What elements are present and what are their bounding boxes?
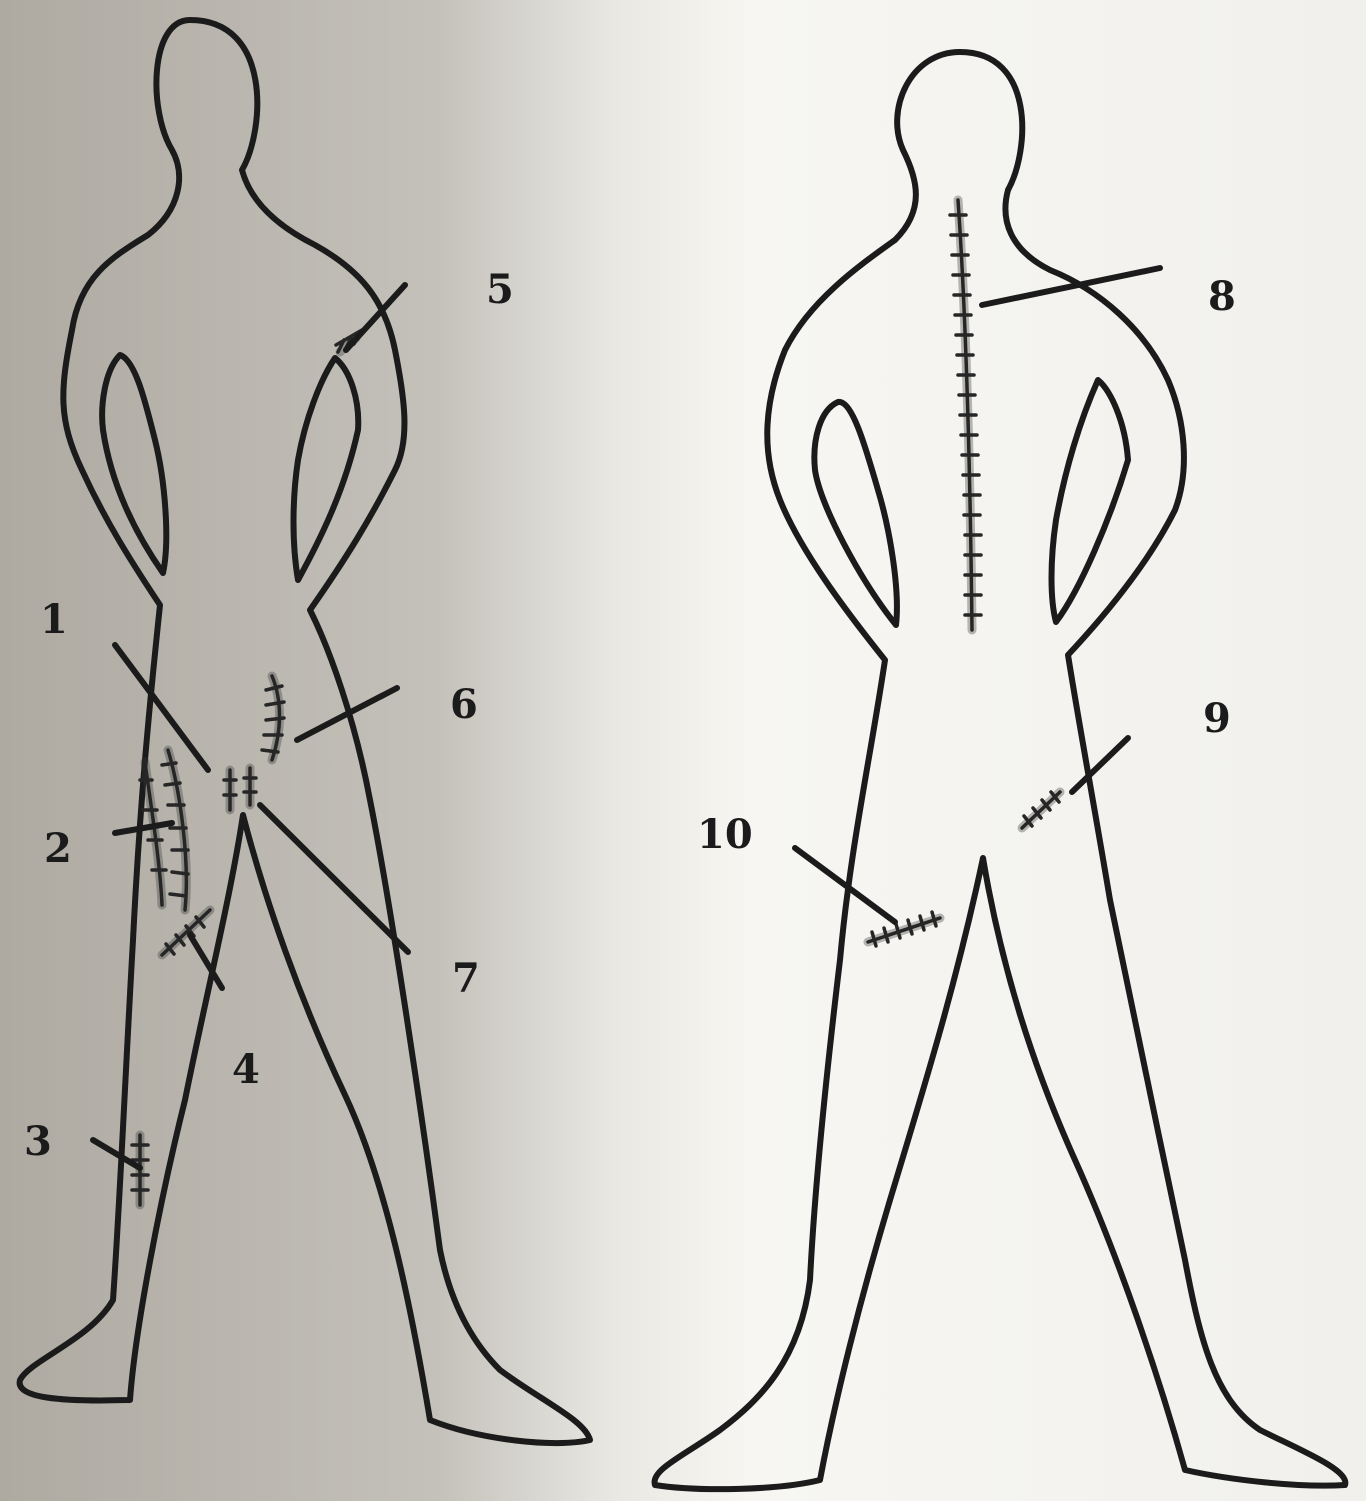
label-4: 4 bbox=[232, 1046, 260, 1093]
label-10: 10 bbox=[697, 811, 753, 858]
label-5: 5 bbox=[486, 266, 514, 313]
label-6: 6 bbox=[450, 681, 478, 728]
label-8: 8 bbox=[1208, 273, 1236, 320]
label-1: 1 bbox=[40, 596, 68, 643]
label-7: 7 bbox=[452, 955, 480, 1002]
label-2: 2 bbox=[44, 825, 72, 872]
label-9: 9 bbox=[1203, 695, 1231, 742]
label-3: 3 bbox=[24, 1118, 52, 1165]
